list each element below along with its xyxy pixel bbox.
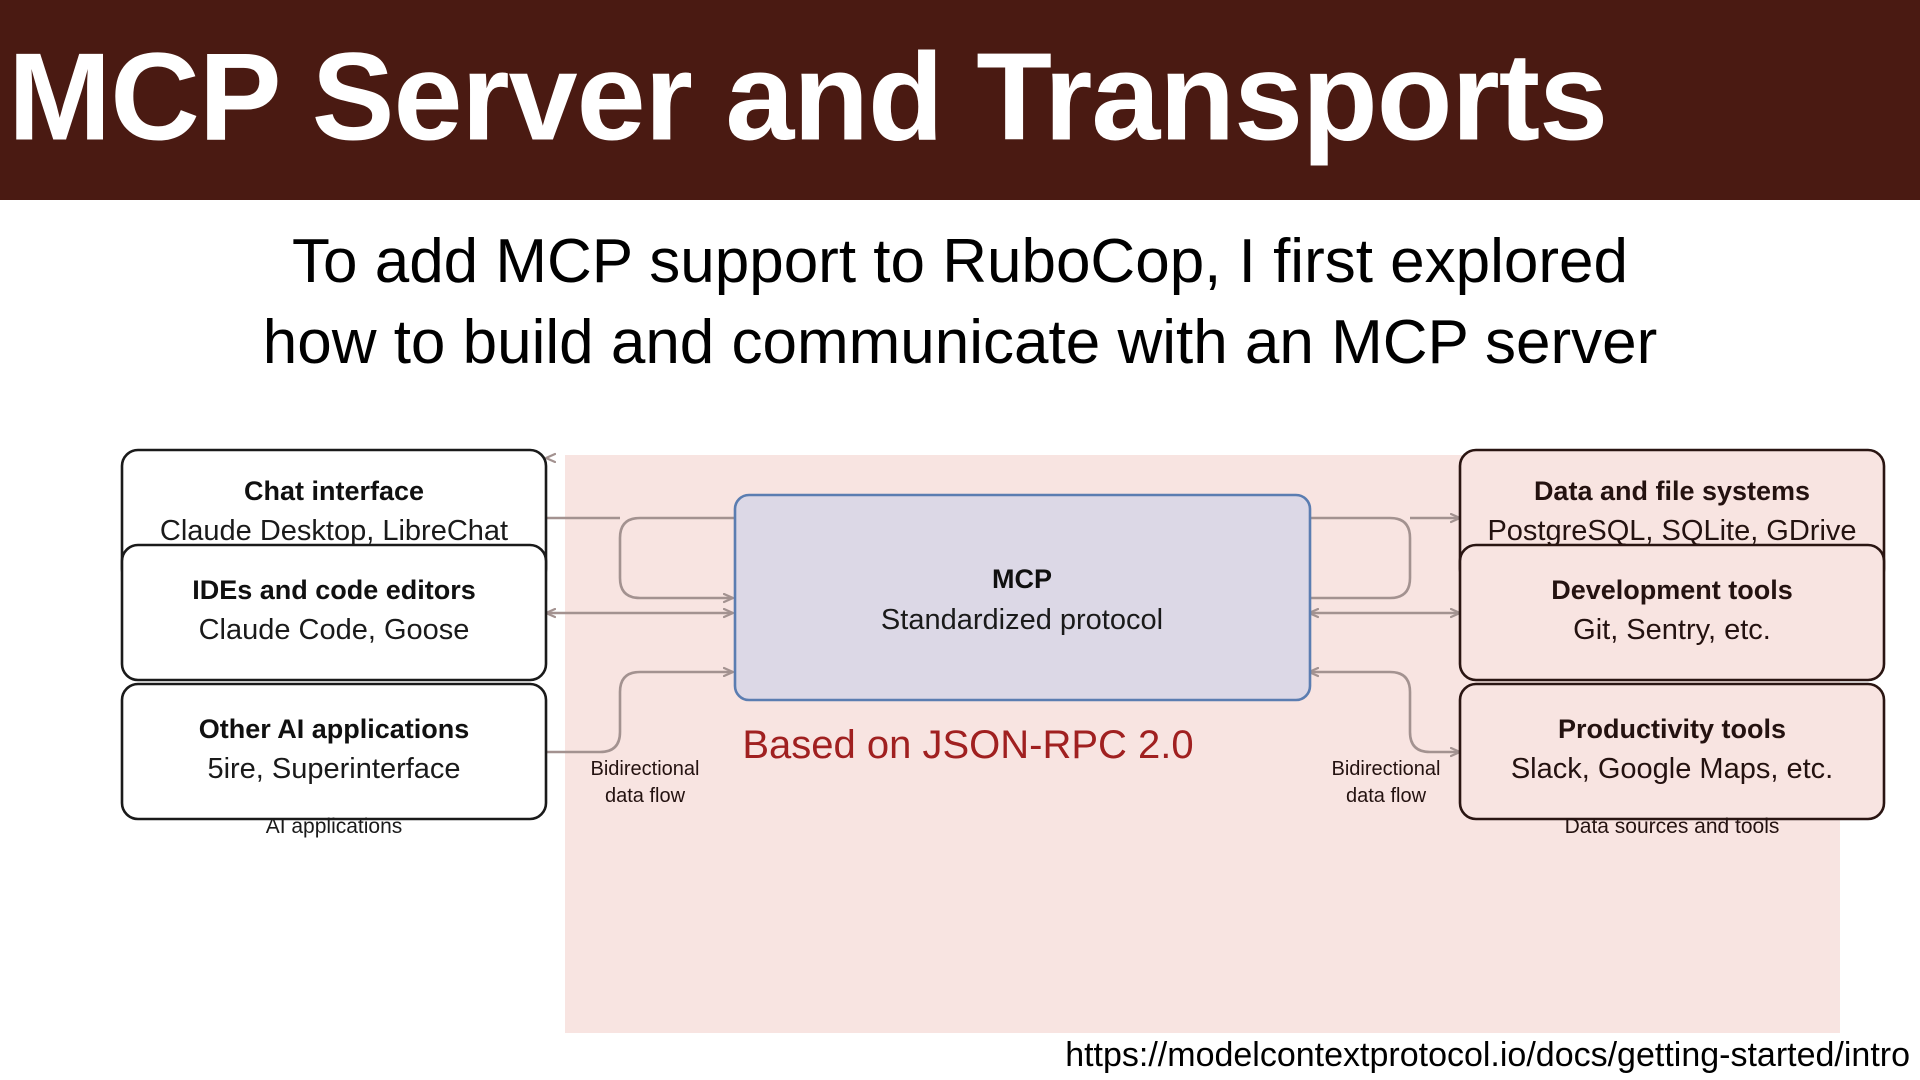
node-other-ai-applications-box[interactable] [120,682,548,821]
node-chat-interface-title: Chat interface [244,476,424,506]
node-productivity-tools-subtitle: Slack, Google Maps, etc. [1511,753,1833,785]
page-title: MCP Server and Transports [8,28,1608,167]
node-productivity-tools[interactable]: Productivity tools Slack, Google Maps, e… [1458,682,1886,821]
flow-label-left-line2: data flow [605,785,686,807]
node-productivity-tools-box[interactable] [1458,682,1886,821]
group-label-data-sources: Data sources and tools [1565,815,1780,838]
connector-group [546,458,1460,752]
subtitle-text: To add MCP support to RuboCop, I first e… [262,227,1658,377]
node-ides-code-editors-box[interactable] [120,543,548,682]
source-url[interactable]: https://modelcontextprotocol.io/docs/get… [1065,1036,1910,1074]
flow-label-right-line2: data flow [1346,785,1427,807]
node-other-ai-applications-title: Other AI applications [199,714,470,744]
node-chat-interface-subtitle: Claude Desktop, LibreChat [160,515,508,547]
node-development-tools[interactable]: Development tools Git, Sentry, etc. [1458,543,1886,682]
node-mcp-center-box[interactable] [733,493,1312,702]
group-label-ai-applications: AI applications [266,815,403,838]
flow-label-right: Bidirectional data flow [1332,758,1441,807]
node-ides-code-editors-subtitle: Claude Code, Goose [199,614,470,646]
node-ides-code-editors[interactable]: IDEs and code editors Claude Code, Goose [120,543,548,682]
flow-label-left-line1: Bidirectional [591,758,700,780]
node-mcp-center-title: MCP [992,564,1052,594]
node-mcp-center[interactable]: MCP Standardized protocol [733,493,1312,702]
connector-mcp-to-productivity [1309,672,1460,752]
node-development-tools-box[interactable] [1458,543,1886,682]
node-ides-code-editors-title: IDEs and code editors [192,575,476,605]
connector-mcp-to-data-systems [1309,516,1412,598]
node-development-tools-subtitle: Git, Sentry, etc. [1573,614,1771,646]
jsonrpc-note: Based on JSON-RPC 2.0 [742,723,1193,767]
node-mcp-center-subtitle: Standardized protocol [881,604,1163,636]
mcp-architecture-diagram: MCP Standardized protocol Chat interface… [0,440,1920,1050]
node-other-ai-applications-subtitle: 5ire, Superinterface [207,753,460,785]
node-other-ai-applications[interactable]: Other AI applications 5ire, Superinterfa… [120,682,548,821]
node-data-file-systems-title: Data and file systems [1534,476,1810,506]
flow-label-right-line1: Bidirectional [1332,758,1441,780]
node-data-file-systems-subtitle: PostgreSQL, SQLite, GDrive [1487,515,1856,547]
node-productivity-tools-title: Productivity tools [1558,714,1786,744]
connector-otherai-to-mcp [546,672,733,752]
flow-label-left: Bidirectional data flow [591,758,700,807]
node-development-tools-title: Development tools [1551,575,1793,605]
connector-chat-to-mcp-out [618,516,740,598]
title-bar: MCP Server and Transports [0,0,1920,200]
